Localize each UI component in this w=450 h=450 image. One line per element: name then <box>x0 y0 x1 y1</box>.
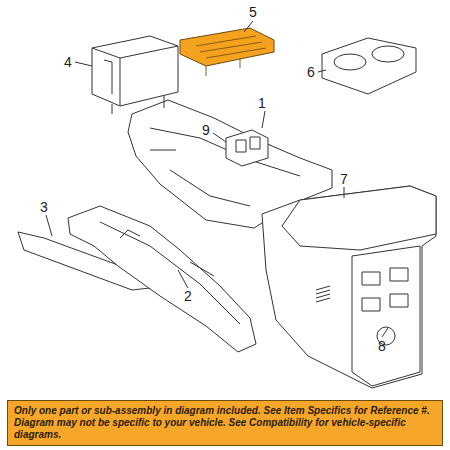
callout-number: 4 <box>62 54 74 70</box>
rear-panel <box>352 246 420 386</box>
bin-detail <box>92 46 178 114</box>
cup-well <box>372 46 404 62</box>
switch-button <box>236 140 246 152</box>
outlet <box>362 298 380 311</box>
bracket-detail <box>100 222 240 324</box>
disclaimer-box: Only one part or sub-assembly in diagram… <box>7 400 443 446</box>
callout-number: 1 <box>256 95 268 111</box>
callout-number: 3 <box>38 199 50 215</box>
disclaimer-text: Only one part or sub-assembly in diagram… <box>14 405 436 417</box>
callout-number: 9 <box>200 122 212 138</box>
storage-bin <box>92 36 178 106</box>
callout-number: 7 <box>338 171 350 187</box>
callout-number: 2 <box>182 288 194 304</box>
armrest-lid <box>282 186 436 250</box>
leader-lines <box>46 21 388 337</box>
outlet <box>390 294 408 307</box>
console-box <box>262 186 436 388</box>
switch-button <box>250 137 260 149</box>
switch <box>226 130 268 166</box>
tray-ridges <box>196 36 266 76</box>
callout-number: 8 <box>376 338 388 354</box>
disclaimer-text: Diagram may not be specific to your vehi… <box>14 417 436 441</box>
outlet <box>390 268 408 281</box>
lower-bracket <box>68 206 256 352</box>
cup-well <box>334 54 366 70</box>
callout-number: 6 <box>305 64 317 80</box>
outlet <box>362 272 380 285</box>
vent-lines <box>316 286 330 302</box>
cupholder <box>322 38 416 94</box>
bezel-detail <box>150 128 300 206</box>
callout-number: 5 <box>247 4 259 20</box>
tray-mat <box>180 28 274 66</box>
